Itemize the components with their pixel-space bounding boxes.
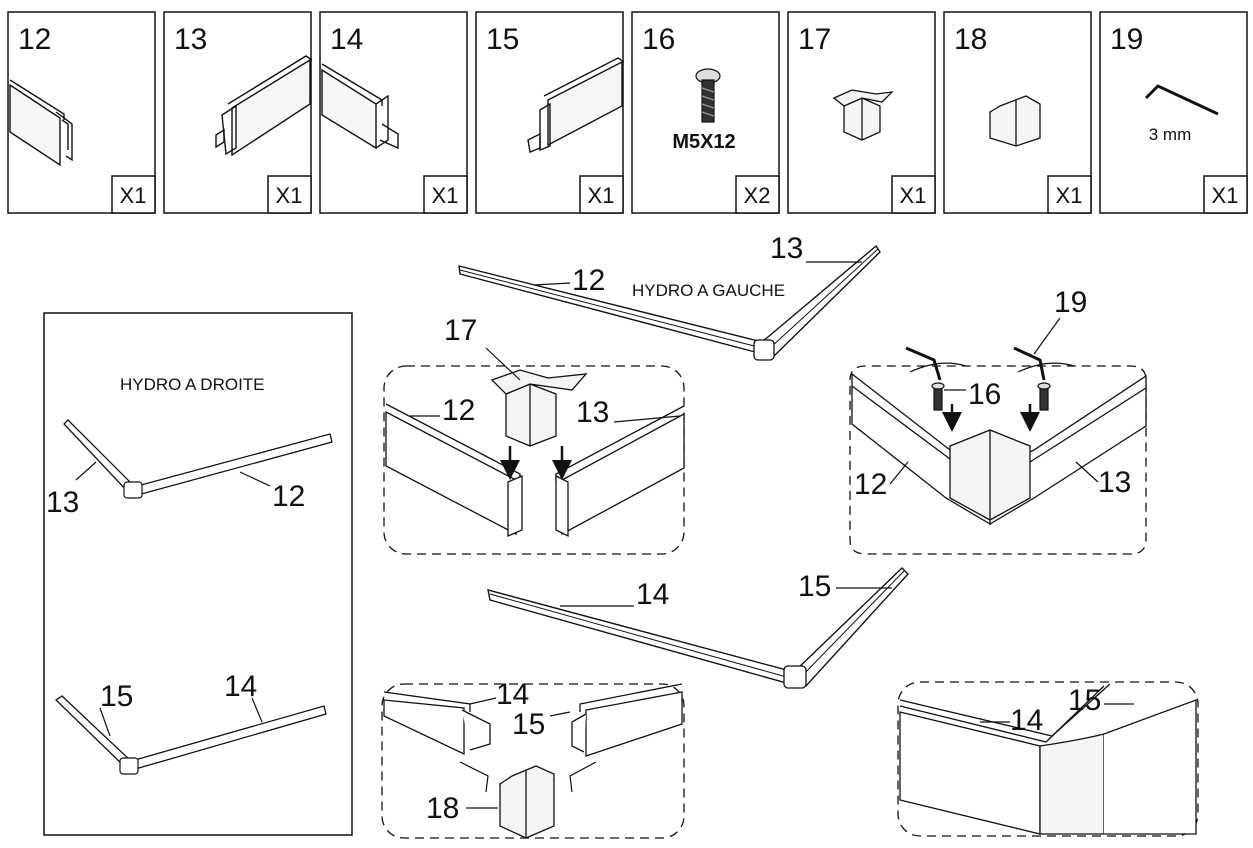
assembly-rails-14-15: 14 15 [487,567,909,689]
detail-bracket-insert: 17 12 13 [383,314,685,555]
part-number: 14 [330,23,363,56]
rotation-arrow-right [1017,362,1075,373]
caption-hydro-gauche: HYDRO A GAUCHE [632,281,785,300]
callout-15: 15 [798,570,831,603]
detail-cap-insert: 14 15 18 [381,678,685,839]
part-number: 16 [642,23,675,56]
part-number: 18 [954,23,987,56]
callout-15-right: 15 [100,680,133,713]
rail-12-icon [9,79,73,167]
part-qty: X1 [276,183,303,208]
callout-15-final: 15 [1068,684,1101,717]
screw-16-left [931,382,945,411]
part-qty: X1 [900,183,927,208]
part-number: 19 [1110,23,1143,56]
allen-key-icon [1144,84,1219,116]
rail-15-icon [527,57,625,153]
part-number: 13 [174,23,207,56]
screw-size-label: M5X12 [672,131,735,153]
detail-finished-corner: 14 15 [897,681,1199,837]
part-number: 15 [486,23,519,56]
screw-16-right [1037,382,1051,411]
part-card-16: 16 M5X12 X2 [631,11,780,214]
part-card-14: 14 X1 [319,11,468,214]
callout-12-right: 12 [272,480,305,513]
callout-14-cap: 14 [496,678,529,711]
caption-hydro-droite: HYDRO A DROITE [120,375,265,394]
screw-icon [695,68,721,123]
callout-16: 16 [968,378,1001,411]
rotation-arrow-left [909,362,967,373]
assembly-left-top: 12 13 HYDRO A GAUCHE [458,232,881,361]
callout-13-screw: 13 [1098,466,1131,499]
callout-17: 17 [444,314,477,347]
parts-row: 12 X1 13 X1 14 [7,11,1248,214]
part-number: 12 [18,23,51,56]
allen-key-left [905,346,942,381]
part-qty: X1 [120,183,147,208]
part-qty: X1 [1056,183,1083,208]
callout-14-final: 14 [1010,704,1043,737]
callout-13-right: 13 [46,486,79,519]
allen-key-size-label: 3 mm [1149,125,1192,144]
detail-screw-tightening: 19 16 12 13 [849,286,1147,555]
corner-joint-14-15 [783,665,807,689]
callout-14: 14 [636,578,669,611]
callout-14-right: 14 [224,670,257,703]
rail-14-icon [321,63,399,150]
callout-15-cap: 15 [512,708,545,741]
callout-19: 19 [1054,286,1087,319]
part-card-12: 12 X1 [7,11,156,214]
part-qty: X1 [588,183,615,208]
corner-joint [753,339,775,361]
corner-cap-18 [499,765,555,839]
corner-bracket-icon [832,89,894,141]
corner-cap-icon [989,95,1041,147]
panel-hydro-droite: HYDRO A DROITE 13 12 15 14 [43,312,353,836]
part-card-19: 19 3 mm X1 [1099,11,1248,214]
callout-18: 18 [426,792,459,825]
part-qty: X1 [432,183,459,208]
part-qty: X2 [744,183,771,208]
part-card-13: 13 X1 [163,11,313,214]
callout-12: 12 [572,264,605,297]
callout-13-detail: 13 [576,396,609,429]
callout-12-detail: 12 [442,394,475,427]
part-number: 17 [798,23,831,56]
part-qty: X1 [1212,183,1239,208]
allen-key-right [1013,346,1046,381]
callout-12-screw: 12 [854,468,887,501]
part-card-17: 17 X1 [787,11,936,214]
part-card-18: 18 X1 [943,11,1092,214]
callout-13: 13 [770,232,803,265]
part-card-15: 15 X1 [475,11,625,214]
rail-13-icon [215,55,313,157]
